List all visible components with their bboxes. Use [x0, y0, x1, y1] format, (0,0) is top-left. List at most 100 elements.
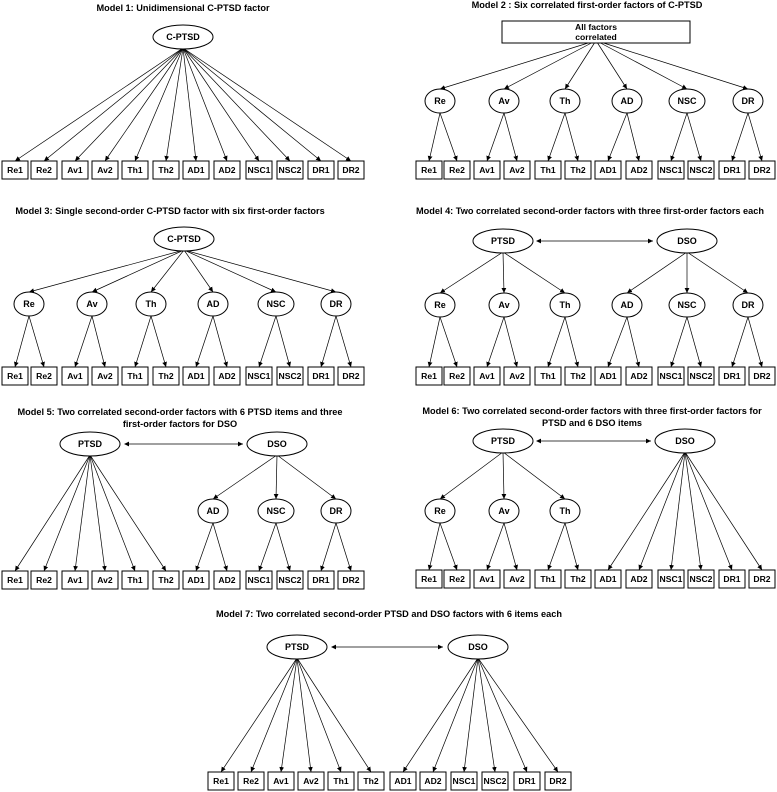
item-label: NSC1 [248, 165, 271, 175]
path-arrow [731, 316, 749, 368]
path-arrow [273, 454, 279, 500]
item-label: NSC1 [248, 575, 271, 585]
item-label: DR2 [342, 165, 359, 175]
item-label: AD1 [187, 575, 204, 585]
item-box-av1 [61, 160, 89, 180]
item-box-re2 [443, 160, 471, 180]
diagram-labels: Model 1: Unidimensional C-PTSD factorC-P… [7, 0, 771, 786]
item-label: Th2 [570, 165, 585, 175]
item-box-ad2 [213, 570, 241, 590]
item-label: Re1 [421, 371, 437, 381]
item-box-dr1 [307, 570, 335, 590]
item-box-nsc2 [687, 160, 715, 180]
item-label: AD2 [218, 165, 235, 175]
item-label: Av2 [97, 165, 113, 175]
model-title: Model 7: Two correlated second-order PTS… [216, 609, 562, 619]
correlation-box-label: correlated [575, 32, 617, 42]
factor-label: Av [498, 300, 509, 310]
item-box-re1 [415, 569, 443, 589]
path-arrow [89, 454, 136, 572]
path-arrow [731, 112, 749, 162]
path-arrow [320, 315, 337, 368]
factor-ellipse-dr [732, 292, 764, 318]
item-box-ad2 [625, 569, 653, 589]
factor-label: DSO [677, 236, 697, 246]
path-arrow [669, 451, 686, 571]
path-arrows [14, 42, 763, 773]
item-label: AD1 [599, 371, 616, 381]
path-arrow [91, 315, 107, 368]
path-arrow [684, 451, 733, 571]
path-arrow [477, 657, 559, 773]
item-label: NSC1 [660, 574, 683, 584]
item-label: DR2 [549, 776, 566, 786]
factor-label: AD [207, 506, 220, 516]
factor-label: DSO [267, 439, 287, 449]
item-label: Th1 [333, 776, 348, 786]
path-arrow [134, 47, 184, 162]
item-box-nsc2 [276, 160, 304, 180]
item-label: Av1 [479, 165, 495, 175]
path-arrow [486, 316, 505, 368]
model-title: Model 5: Two correlated second-order fac… [17, 407, 342, 417]
item-box-th2 [564, 160, 592, 180]
item-box-av2 [503, 569, 531, 589]
item-label: AD2 [630, 574, 647, 584]
item-label: AD1 [599, 574, 616, 584]
item-label: Re2 [36, 165, 52, 175]
path-arrow [89, 454, 107, 572]
path-arrow [258, 315, 277, 368]
item-label: Re2 [36, 575, 52, 585]
path-arrow [439, 42, 589, 90]
path-arrow [503, 112, 519, 162]
path-arrow [547, 112, 566, 162]
factor-ellipse-th [549, 88, 581, 114]
item-box-re1 [415, 366, 443, 386]
item-label: NSC2 [279, 371, 302, 381]
path-arrow [547, 522, 566, 571]
path-arrow [91, 249, 185, 293]
path-arrow [74, 315, 93, 368]
item-label: DR1 [312, 371, 329, 381]
item-label: Re1 [7, 575, 23, 585]
factor-ellipse-av [488, 88, 520, 114]
item-label: Re2 [36, 371, 52, 381]
path-arrow [486, 112, 505, 162]
path-arrow [670, 112, 688, 162]
item-box-nsc2 [687, 569, 715, 589]
correlation-box [501, 20, 691, 44]
path-arrow [684, 451, 703, 571]
item-label: NSC1 [660, 371, 683, 381]
model-title: Model 4: Two correlated second-order fac… [416, 206, 764, 216]
item-label: Re2 [449, 574, 465, 584]
item-label: Re1 [7, 371, 23, 381]
path-arrow [686, 112, 702, 162]
item-box-nsc1 [245, 570, 273, 590]
path-arrow [600, 42, 688, 90]
path-arrow [183, 249, 337, 293]
path-arrow [195, 522, 214, 572]
path-arrow [89, 454, 167, 572]
factor-label: DSO [468, 642, 488, 652]
factor-ellipse-dso [654, 428, 716, 454]
item-box-ad1 [182, 570, 210, 590]
item-label: NSC2 [690, 165, 713, 175]
path-arrow [150, 249, 185, 293]
item-label: Av2 [509, 371, 525, 381]
item-box-dr1 [307, 366, 335, 386]
item-label: Th1 [540, 165, 555, 175]
path-arrow [182, 47, 260, 162]
item-label: Th2 [570, 371, 585, 381]
path-arrow [607, 451, 686, 571]
path-arrow [626, 251, 688, 294]
path-arrow [603, 42, 749, 90]
item-box-dr1 [718, 366, 746, 386]
path-arrow [296, 657, 342, 773]
path-arrow [296, 657, 372, 773]
factor-label: Th [560, 300, 571, 310]
path-arrow [258, 522, 277, 572]
item-label: Th1 [127, 165, 142, 175]
path-arrow [439, 316, 458, 368]
path-arrow [432, 657, 479, 773]
